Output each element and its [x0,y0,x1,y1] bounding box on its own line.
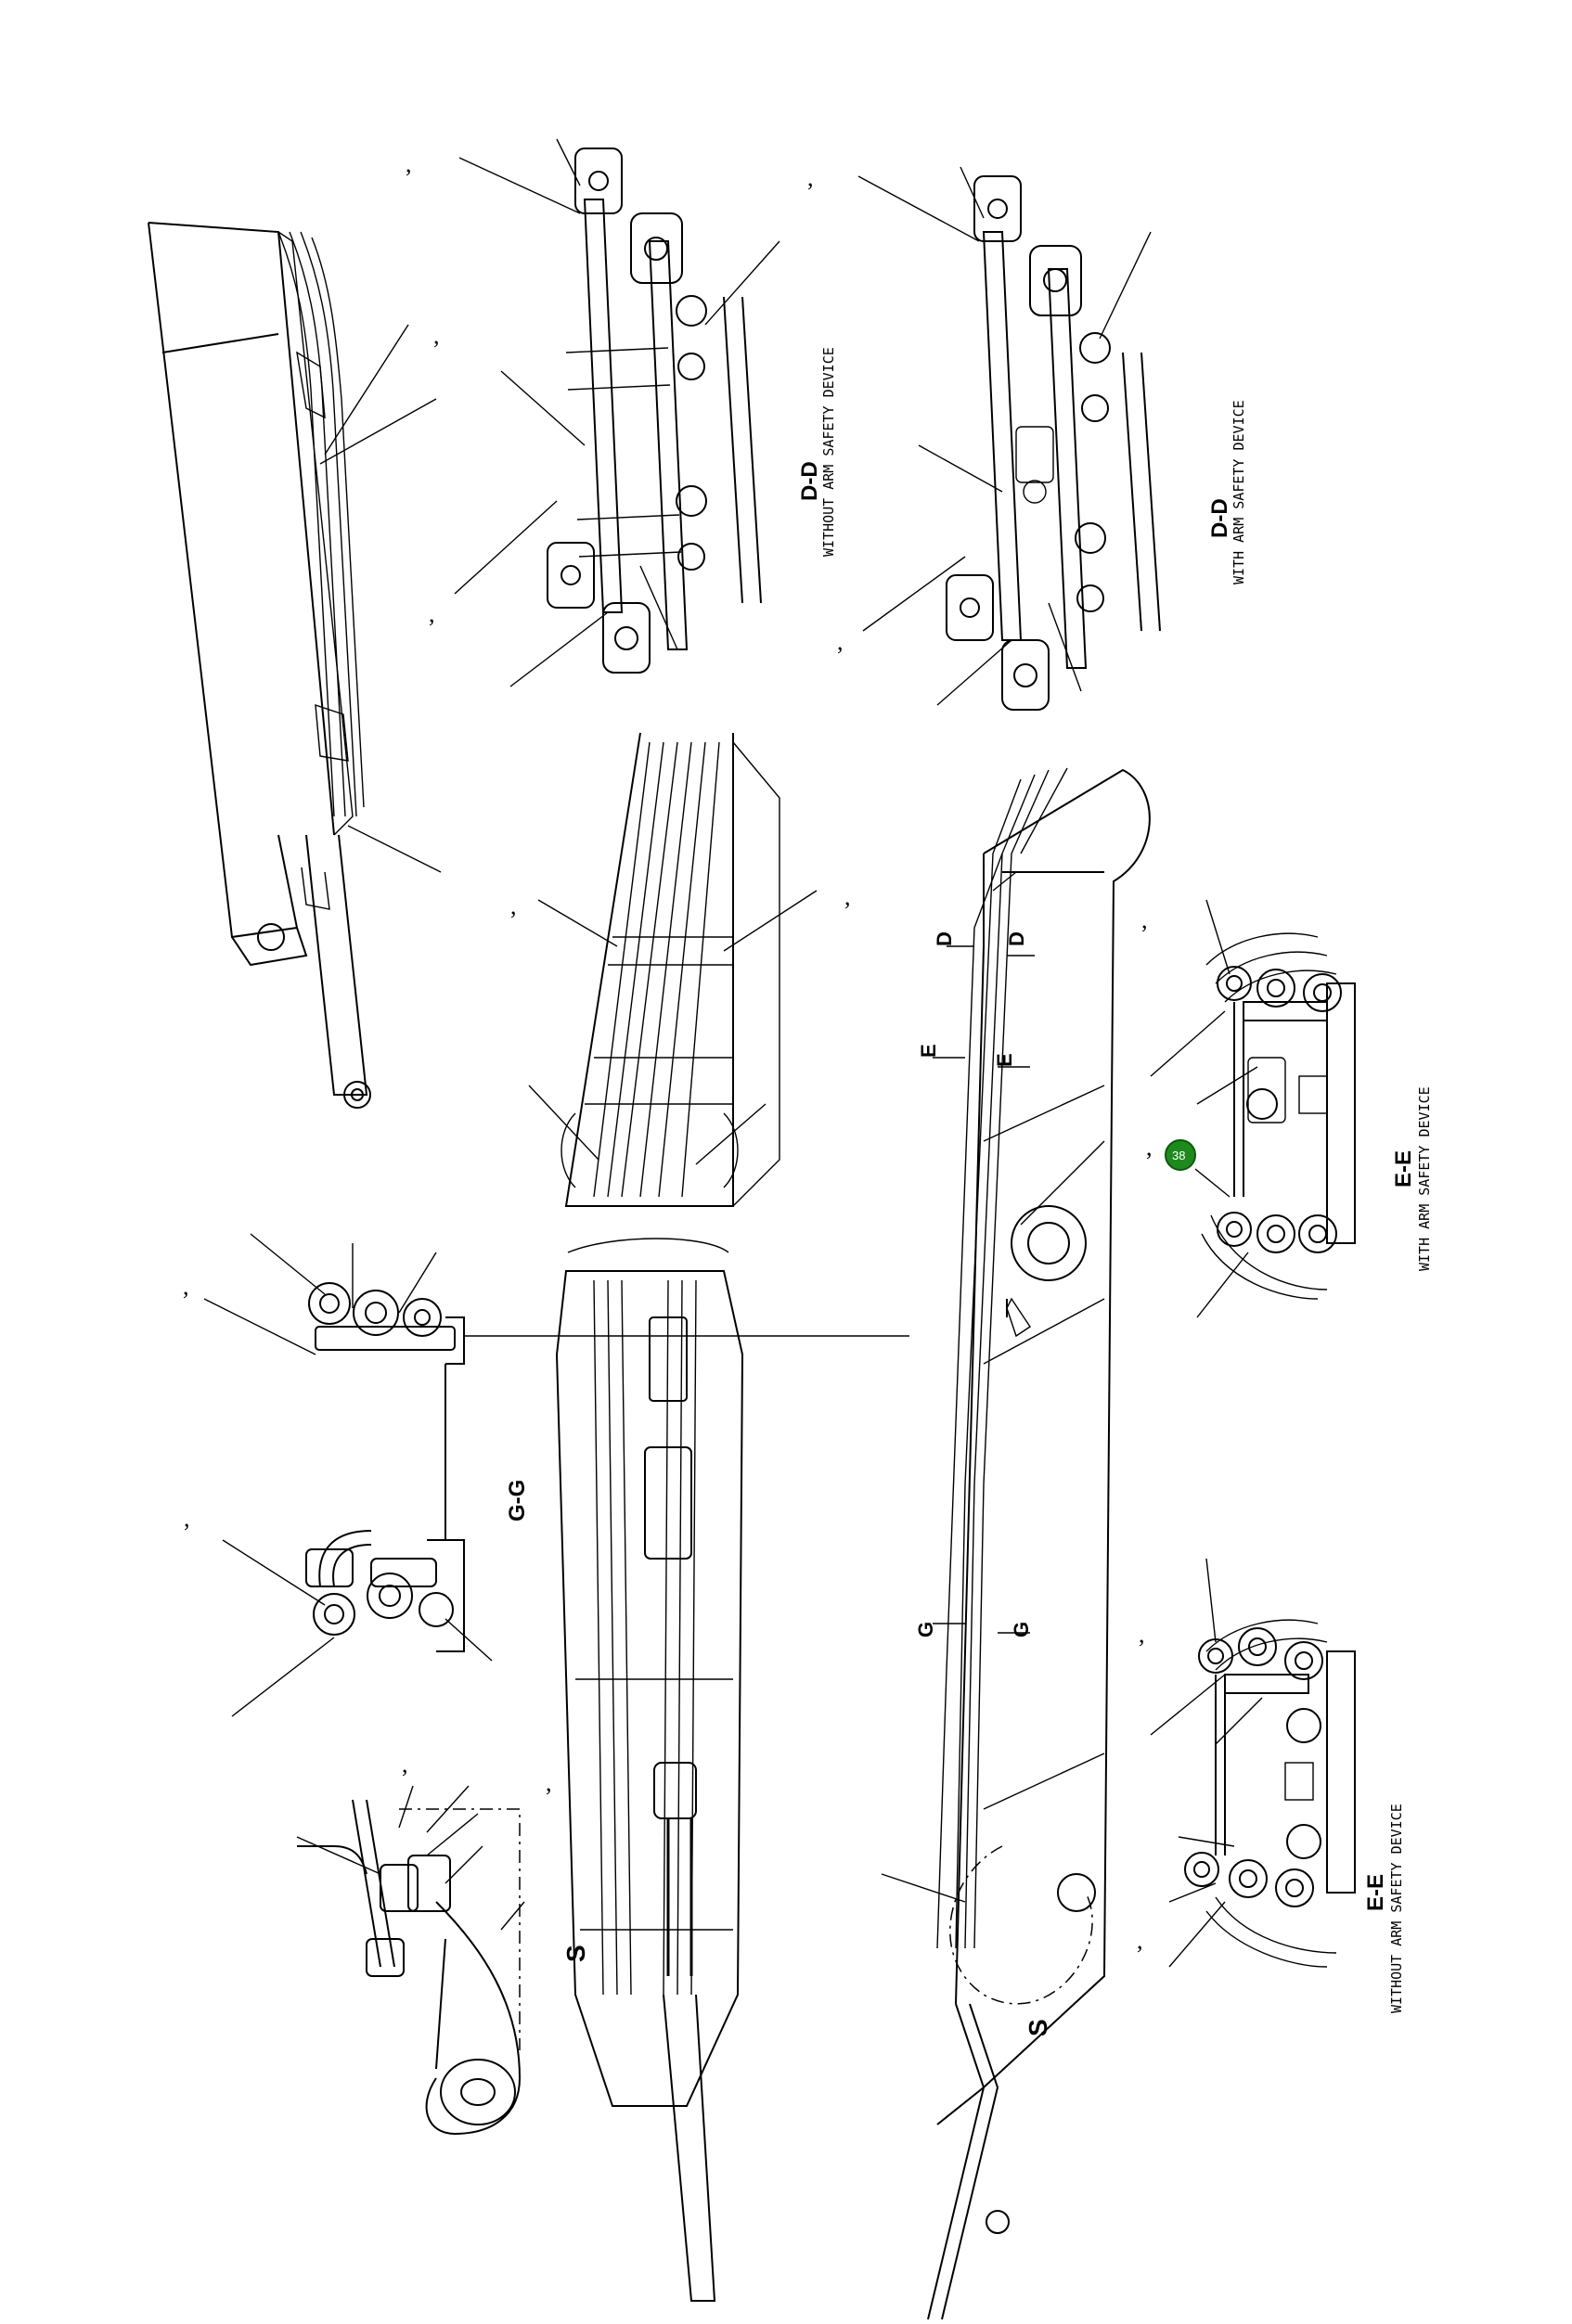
dd-without-title: D-D [797,461,822,501]
tick-mark: , [1146,1134,1153,1161]
ee-without-subtitle: WITHOUT ARM SAFETY DEVICE [1388,1804,1405,2013]
tick-mark: , [546,1769,552,1796]
callout-38-number[interactable]: 38 [1172,1149,1185,1162]
tick-mark: , [183,1273,189,1300]
marker-g-upper: G [914,1622,937,1637]
tick-mark: , [837,628,844,655]
section-dd-with-view: D-D WITH ARM SAFETY DEVICE [857,166,1247,711]
arm-perspective-view [148,222,442,1109]
tick-mark: , [844,883,851,910]
marker-e-lower: E [993,1053,1016,1067]
arm-side-view: D D E E G G S [881,767,1151,2320]
marker-d-upper: D [933,931,956,946]
tick-mark: , [429,600,435,627]
ee-without-title: E-E [1363,1874,1388,1911]
section-ee-without-view: E-E WITHOUT ARM SAFETY DEVICE [1150,1558,1405,2013]
s-detail-title: S [561,1945,590,1962]
marker-g-lower: G [1010,1622,1033,1637]
section-ee-with-view: 38 E-E WITH ARM SAFETY DEVICE [1150,899,1433,1318]
ee-with-title: E-E [1391,1150,1416,1188]
tick-marks: , , , , , , , , , , , , , , , [183,150,1153,1954]
section-gg-view: G-G [203,1233,530,1717]
callout-38-marker[interactable] [1165,1139,1196,1171]
tick-mark: , [402,1751,408,1778]
marker-s-main: S [1024,2019,1052,2036]
marker-e-upper: E [917,1044,940,1058]
marker-d-lower: D [1005,931,1028,946]
tick-mark: , [1139,1621,1145,1648]
tick-mark: , [433,322,440,349]
dd-with-subtitle: WITH ARM SAFETY DEVICE [1231,400,1247,584]
tick-mark: , [406,150,412,177]
tick-mark: , [807,164,814,191]
tick-mark: , [184,1505,190,1532]
arm-top-view-lower [464,1238,909,2302]
tick-mark: , [1137,1927,1143,1954]
s-detail-view: S [296,1785,590,2136]
dd-without-subtitle: WITHOUT ARM SAFETY DEVICE [820,347,837,557]
gg-title: G-G [505,1480,530,1522]
tick-mark: , [1141,906,1148,933]
tick-mark: , [510,892,517,919]
dd-with-title: D-D [1207,498,1232,538]
arm-top-view-upper [528,732,818,1207]
ee-with-subtitle: WITH ARM SAFETY DEVICE [1416,1086,1433,1271]
section-dd-without-view: D-D WITHOUT ARM SAFETY DEVICE [324,138,837,687]
